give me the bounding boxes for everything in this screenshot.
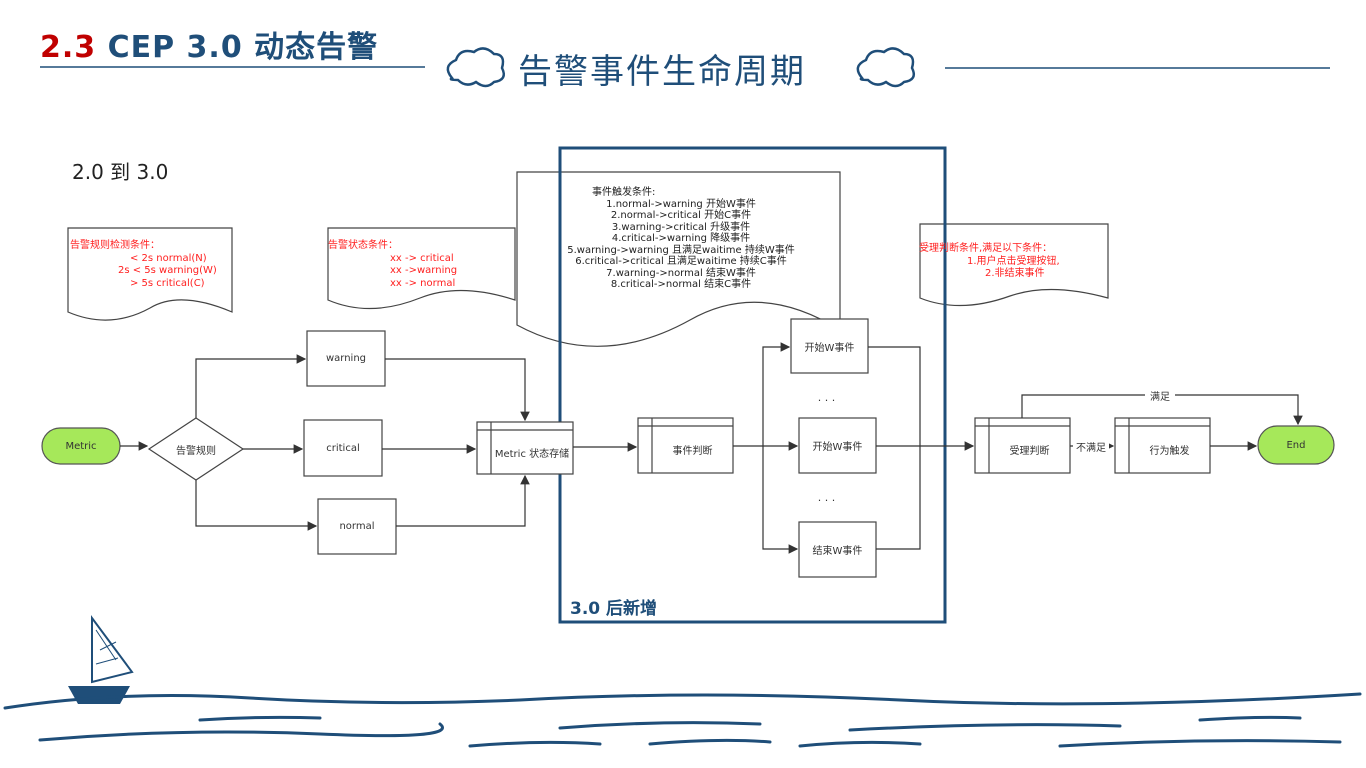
note-line: 1.normal->warning 开始W事件 [606, 198, 756, 210]
accept-judge-label: 受理判断 [1009, 446, 1050, 457]
end-w-event-label: 结束W事件 [812, 546, 863, 557]
section-title: 2.3 CEP 3.0 动态告警 [40, 22, 378, 66]
start-w-event-top-box [790, 318, 869, 374]
subtitle: 告警事件生命周期 [518, 52, 806, 92]
normal-box [317, 498, 397, 555]
action-trigger-box [1114, 417, 1211, 474]
note-title: 事件触发条件: [592, 187, 656, 198]
note-line: 2s < 5s warning(W) [118, 265, 217, 276]
warning-box [306, 330, 386, 387]
critical-box [303, 419, 383, 477]
edge-label-not-satisfied: 不满足 [1073, 439, 1109, 454]
note-line: xx -> critical [390, 252, 454, 264]
note-accept-conditions-shape [919, 223, 1109, 307]
note-title: 告警状态条件： [328, 240, 398, 251]
note-accept-conditions: 受理判断条件,满足以下条件： 1.用户点击受理按钮, 2.非结束事件 [919, 243, 1060, 281]
event-judge-label: 事件判断 [672, 446, 713, 457]
note-line: > 5s critical(C) [130, 277, 205, 289]
note-rule-conditions-shape [67, 227, 233, 321]
start-w-event-top-label: 开始W事件 [804, 342, 855, 354]
end-terminator [1257, 425, 1335, 465]
end-label: End [1286, 439, 1306, 451]
waves-decoration [3, 692, 1362, 748]
cloud-icon [856, 47, 915, 88]
note-line: 3.warning->critical 升级事件 [611, 221, 751, 233]
note-event-trigger: 事件触发条件: 1.normal->warning 开始W事件 2.normal… [566, 187, 796, 291]
note-line: 2.非结束事件 [985, 268, 1045, 279]
edge-label-satisfied: 满足 [1145, 388, 1175, 403]
warning-label: warning [325, 353, 367, 364]
action-trigger-label: 行为触发 [1149, 446, 1190, 457]
ellipsis: · · · [817, 493, 836, 507]
end-w-event-box [798, 521, 877, 578]
section-number: 2.3 [40, 30, 97, 65]
note-line: < 2s normal(N) [130, 252, 207, 264]
note-state-conditions-shape [327, 227, 516, 310]
note-title: 受理判断条件,满足以下条件： [919, 243, 1053, 254]
cloud-icon [446, 47, 505, 88]
note-rule-conditions: 告警规则检测条件： < 2s normal(N) 2s < 5s warning… [70, 240, 217, 290]
start-w-event-mid-box [798, 417, 877, 474]
note-line: 8.critical->normal 结束C事件 [610, 279, 752, 290]
sailboat-icon [68, 614, 134, 704]
note-line: 4.critical->warning 降级事件 [611, 233, 751, 244]
critical-label: critical [326, 442, 360, 454]
note-line: 1.用户点击受理按钮, [967, 255, 1060, 267]
state-store-box [476, 421, 574, 475]
normal-label: normal [339, 521, 375, 532]
note-state-conditions: 告警状态条件： xx -> critical xx ->warning xx -… [328, 240, 457, 290]
start-w-event-mid-label: 开始W事件 [812, 442, 863, 453]
state-store-label: Metric 状态存储 [494, 448, 570, 460]
note-line: xx ->warning [390, 265, 458, 276]
new-region-label: 3.0 后新增 [570, 599, 658, 619]
note-line: 7.warning->normal 结束W事件 [606, 267, 756, 279]
ellipsis: · · · [817, 393, 836, 407]
rule-decision-label: 告警规则 [176, 445, 216, 457]
section-title-text: CEP 3.0 动态告警 [107, 30, 379, 65]
note-line: 6.critical->critical 且满足waitime 持续C事件 [575, 256, 787, 267]
start-label: Metric [65, 440, 97, 452]
note-title: 告警规则检测条件： [70, 240, 160, 251]
note-line: xx -> normal [390, 277, 456, 289]
note-line: 5.warning->warning 且满足waitime 持续W事件 [567, 244, 795, 256]
intro-label: 2.0 到 3.0 [72, 160, 169, 184]
note-line: 2.normal->critical 开始C事件 [610, 210, 752, 221]
